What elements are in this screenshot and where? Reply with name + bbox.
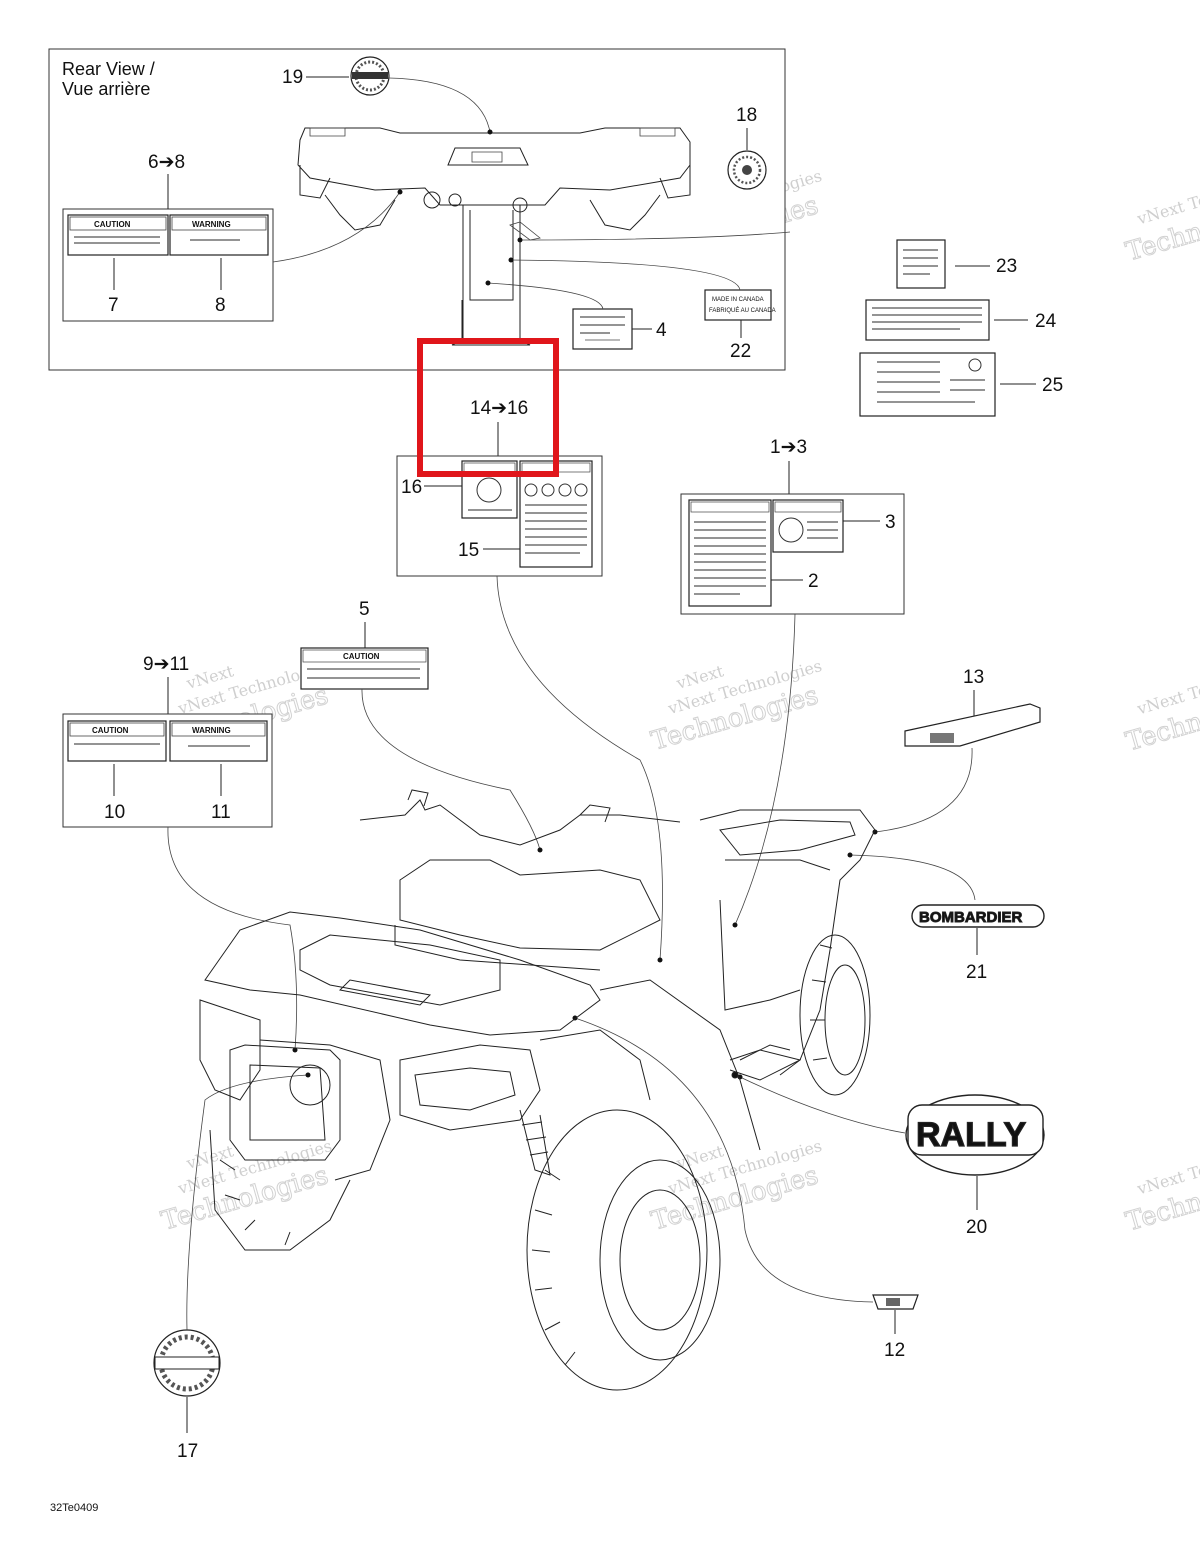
callout-5: 5 xyxy=(359,599,370,620)
callout-10: 10 xyxy=(104,802,125,823)
callout-7: 7 xyxy=(108,295,119,316)
caution-decal-7: CAUTION xyxy=(67,214,169,256)
warning-decal-8: WARNING xyxy=(169,214,269,256)
callout-1-3: 1➔3 xyxy=(770,437,807,458)
atv-drawing xyxy=(199,789,876,1391)
warning-label: WARNING xyxy=(192,220,231,229)
panel-title: Rear View / xyxy=(62,59,155,79)
decal-12 xyxy=(872,1294,919,1310)
callout-9-11: 9➔11 xyxy=(143,654,189,675)
emblem-19 xyxy=(350,56,390,96)
callout-6-8: 6➔8 xyxy=(148,152,185,173)
watermark-4: vNext vNext Technologies Technologies xyxy=(647,656,823,757)
callout-4: 4 xyxy=(656,320,667,341)
callout-20: 20 xyxy=(966,1217,987,1238)
rear-view-panel: Rear View / Vue arrière 19 xyxy=(48,48,791,371)
decal-23 xyxy=(896,239,946,289)
callout-21: 21 xyxy=(966,962,987,983)
watermark-5: vNext vNext Technologies Technologies xyxy=(157,1136,333,1237)
callout-15: 15 xyxy=(458,540,479,561)
caution-decal-10: CAUTION xyxy=(67,720,167,762)
decal-25 xyxy=(859,352,996,417)
rally-text: RALLY xyxy=(916,1116,1027,1154)
callout-8: 8 xyxy=(215,295,226,316)
warning-decal-16 xyxy=(461,460,518,519)
caution-label: CAUTION xyxy=(92,726,129,735)
made-in-canada-fr-text: FABRIQUÉ AU CANADA xyxy=(709,307,776,314)
callout-17: 17 xyxy=(177,1441,198,1462)
decal-20-rally: RALLY xyxy=(905,1094,1045,1176)
callout-16: 16 xyxy=(401,477,422,498)
warning-decal-2 xyxy=(688,499,772,607)
decal-22-made-in-canada: MADE IN CANADA FABRIQUÉ AU CANADA xyxy=(704,289,776,321)
callout-13: 13 xyxy=(963,667,984,688)
callout-12: 12 xyxy=(884,1340,905,1361)
bombardier-text: BOMBARDIER xyxy=(919,909,1022,926)
decal-4 xyxy=(572,308,633,350)
caution-decal-5: CAUTION xyxy=(300,647,429,690)
callout-2: 2 xyxy=(808,571,819,592)
callout-25: 25 xyxy=(1042,375,1063,396)
made-in-canada-text: MADE IN CANADA xyxy=(712,297,764,303)
watermark-8: vNext Technologies Technologies xyxy=(1122,656,1200,758)
watermark-6: vNext vNext Technologies Technologies xyxy=(647,1136,823,1237)
rear-atv-drawing xyxy=(297,127,691,346)
watermark-9: vNext Technologies Technologies xyxy=(1122,1136,1200,1238)
warning-decal-11: WARNING xyxy=(169,720,268,762)
highlight-box xyxy=(417,338,559,477)
caution-label: CAUTION xyxy=(343,652,380,661)
callout-11: 11 xyxy=(211,802,231,823)
panel-subtitle: Vue arrière xyxy=(62,79,150,99)
callout-24: 24 xyxy=(1035,311,1057,332)
caution-label: CAUTION xyxy=(94,220,131,229)
callout-19: 19 xyxy=(282,67,303,88)
decal-21-bombardier: BOMBARDIER xyxy=(911,904,1045,928)
emblem-18 xyxy=(727,150,767,190)
callout-14-16: 14➔16 xyxy=(470,398,528,419)
emblem-17 xyxy=(153,1329,221,1397)
callout-3: 3 xyxy=(885,512,896,533)
callout-23: 23 xyxy=(996,256,1017,277)
callout-22: 22 xyxy=(730,341,751,362)
watermark-7: vNext Technologies Technologies xyxy=(1122,166,1200,268)
warning-decal-3 xyxy=(772,499,844,553)
decal-13-stripe xyxy=(904,703,1041,747)
callout-18: 18 xyxy=(736,105,757,126)
decal-24 xyxy=(865,299,990,341)
warning-label: WARNING xyxy=(192,726,231,735)
figure-code: 32Te0409 xyxy=(50,1502,98,1514)
